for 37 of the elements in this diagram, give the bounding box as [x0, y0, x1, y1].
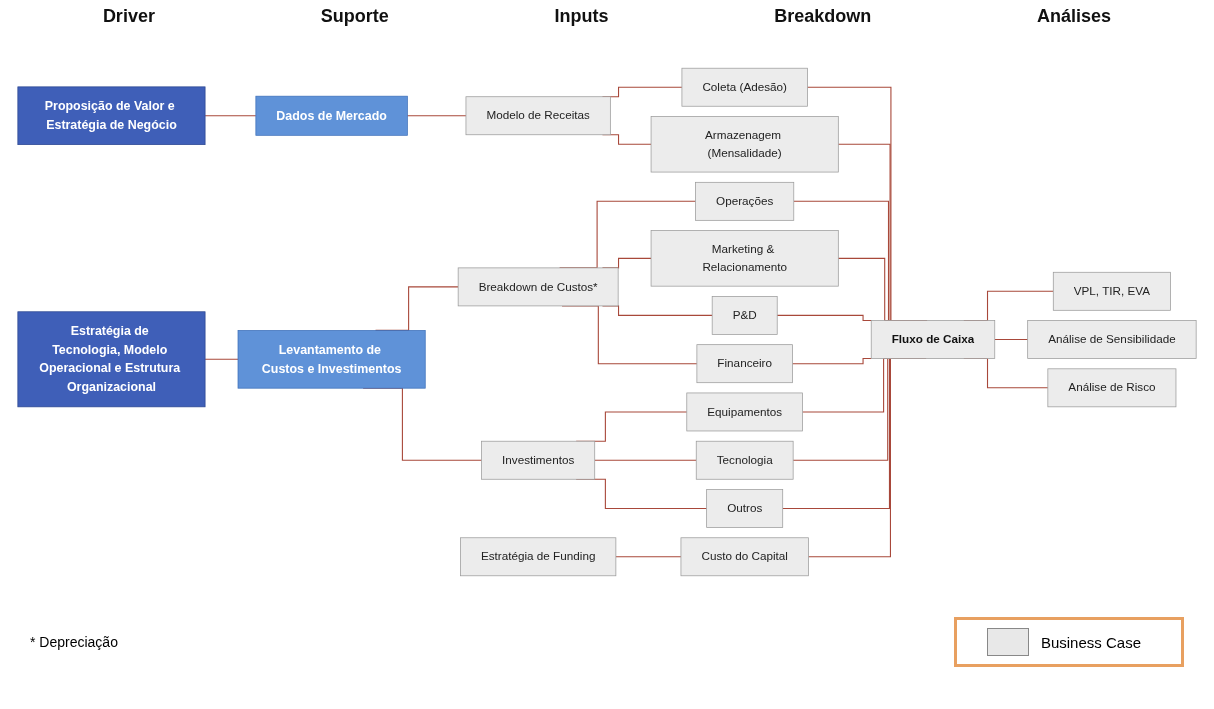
node-box: Marketing & Relacionamento — [650, 230, 839, 287]
node-box: P&D — [711, 296, 778, 335]
legend-text: Business Case — [1040, 633, 1141, 651]
node-box: Dados de Mercado — [255, 95, 408, 136]
column-heading: Inputs — [554, 6, 609, 27]
node-box: Equipamentos — [686, 392, 803, 432]
node-box: Custo do Capital — [680, 537, 809, 577]
node-box: Breakdown de Custos* — [457, 267, 619, 307]
node-box: Coleta (Adesão) — [681, 67, 808, 107]
node-box: Fluxo de Caixa — [870, 320, 996, 359]
connector — [615, 556, 682, 558]
node-box: Investimentos — [481, 440, 596, 480]
node-box: Análise de Risco — [1047, 368, 1177, 408]
node-box: Levantamento de Custos e Investimentos — [237, 330, 426, 389]
connector — [406, 115, 467, 117]
node-box: Estratégia de Tecnologia, Modelo Operacional e Estrutura Organizacional — [17, 311, 206, 408]
connector — [994, 339, 1029, 341]
connector — [791, 358, 872, 365]
column-heading: Análises — [1037, 6, 1112, 27]
node-box: Estratégia de Funding — [460, 537, 617, 577]
footnote: * Depreciação — [30, 634, 118, 650]
column-heading: Breakdown — [774, 6, 872, 27]
connector — [776, 314, 872, 322]
connector — [204, 358, 239, 360]
column-heading: Driver — [102, 6, 155, 27]
node-box: VPL, TIR, EVA — [1052, 271, 1171, 311]
node-box: Proposição de Valor e Estratégia de Negócio — [17, 86, 206, 145]
column-heading: Suporte — [320, 6, 389, 27]
node-box: Análise de Sensibilidade — [1027, 320, 1197, 359]
node-box: Armazenagem (Mensalidade) — [650, 116, 839, 173]
connector — [204, 115, 257, 117]
node-box: Operações — [695, 181, 795, 221]
node-box: Tecnologia — [695, 440, 794, 480]
connector — [594, 459, 697, 461]
node-box: Financeiro — [696, 344, 793, 384]
node-box: Outros — [706, 489, 784, 528]
node-box: Modelo de Receitas — [465, 96, 611, 136]
